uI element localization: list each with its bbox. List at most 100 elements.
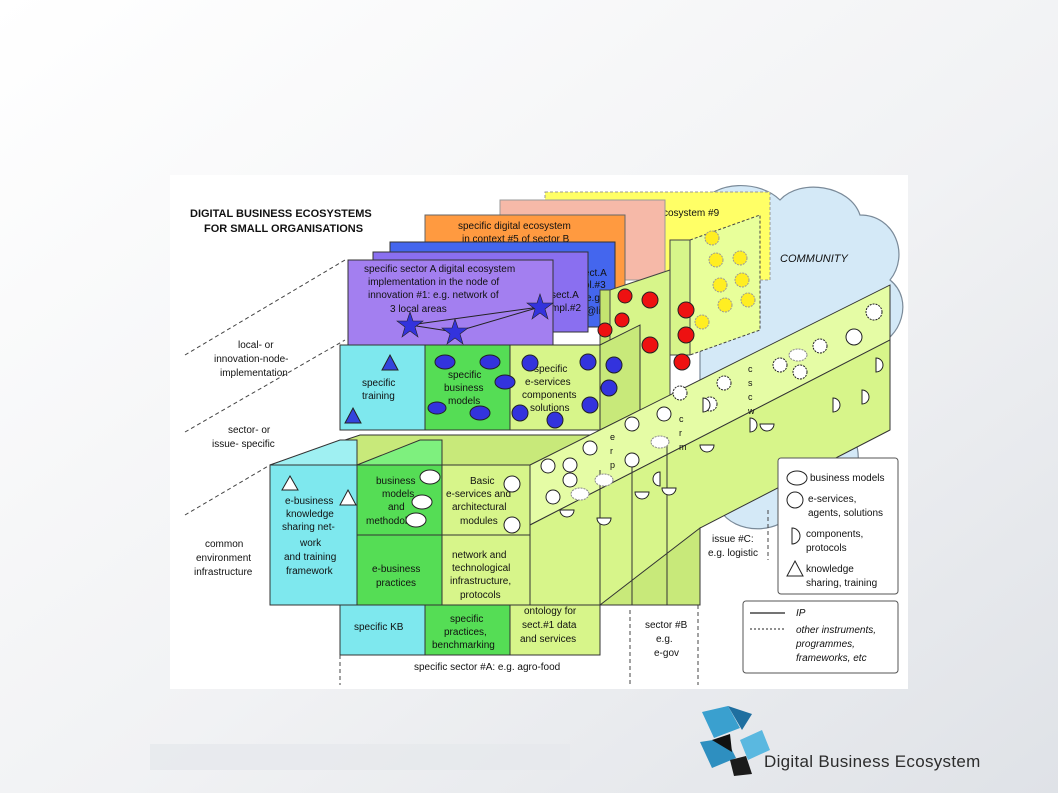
- svg-text:w: w: [747, 406, 755, 416]
- layer-labels: local- or innovation-node- implementatio…: [184, 259, 346, 578]
- business-model-cloud-icon: [594, 473, 614, 487]
- eservice-circle-icon: [673, 353, 691, 371]
- svg-text:specific sector #A: e.g. agro-: specific sector #A: e.g. agro-food: [414, 662, 560, 673]
- eservice-circle-icon: [600, 379, 618, 397]
- marker-layer: [405, 230, 884, 534]
- sector-labels: specific sector #A: e.g. agro-food secto…: [339, 510, 769, 685]
- svg-text:@lis: @lis: [586, 306, 606, 317]
- svg-text:specific: specific: [448, 370, 481, 381]
- eservice-circle-icon: [792, 364, 808, 380]
- svg-text:specific: specific: [534, 364, 567, 375]
- eservice-circle-icon: [546, 411, 564, 429]
- cell-knowledge-network: [269, 464, 358, 606]
- svg-text:r: r: [610, 446, 613, 456]
- business-model-cloud-icon: [570, 487, 590, 501]
- svg-text:c: c: [679, 414, 684, 424]
- bottom-row: specific KB specific practices, benchmar…: [339, 592, 601, 656]
- component-half-icon: [791, 527, 801, 545]
- svg-text:r: r: [679, 428, 682, 438]
- business-model-cloud-icon: [788, 348, 808, 362]
- svg-text:infrastructure,: infrastructure,: [450, 576, 511, 587]
- eservice-circle-icon: [732, 250, 748, 266]
- svg-text:p: p: [610, 460, 615, 470]
- eservice-circle-icon: [582, 440, 598, 456]
- eservice-circle-icon: [562, 457, 578, 473]
- svg-text:e.g.: e.g.: [656, 634, 673, 645]
- svg-text:m: m: [679, 442, 687, 452]
- eservice-circle-icon: [521, 354, 539, 372]
- eservice-circle-icon: [581, 396, 599, 414]
- business-model-cloud-icon: [405, 512, 427, 528]
- svg-text:specific: specific: [362, 378, 395, 389]
- eservice-circle-icon: [717, 297, 733, 313]
- business-model-cloud-icon: [434, 354, 456, 370]
- eservice-circle-icon: [740, 292, 756, 308]
- svg-text:sector- or: sector- or: [228, 425, 271, 436]
- svg-text:knowledge: knowledge: [286, 509, 334, 520]
- svg-text:ect.A: ect.A: [584, 268, 607, 279]
- eservice-circle-icon: [677, 301, 695, 319]
- svg-text:e-services: e-services: [525, 377, 571, 388]
- svg-text:c: c: [748, 364, 753, 374]
- svg-text:cosystem #9: cosystem #9: [663, 208, 720, 219]
- eservice-circle-icon: [540, 458, 556, 474]
- svg-text:components: components: [522, 390, 576, 401]
- svg-text:specific: specific: [450, 614, 483, 625]
- svg-text:practices: practices: [376, 578, 416, 589]
- svg-text:sharing net-: sharing net-: [282, 522, 335, 533]
- svg-text:environment: environment: [196, 553, 251, 564]
- svg-text:c: c: [748, 392, 753, 402]
- svg-text:knowledge: knowledge: [806, 564, 854, 575]
- svg-text:frameworks, etc: frameworks, etc: [796, 653, 867, 664]
- business-model-cloud-icon: [427, 401, 447, 415]
- component-half-icon: [699, 444, 715, 453]
- svg-text:specific sector A digital ecos: specific sector A digital ecosystem: [364, 264, 515, 275]
- svg-text:methodology: methodology: [366, 516, 423, 527]
- svg-text:issue #C:: issue #C:: [712, 534, 754, 545]
- svg-text:implementation: implementation: [220, 368, 288, 379]
- common-row: e-business knowledge sharing net- work a…: [269, 434, 601, 606]
- eservice-circle-icon: [545, 489, 561, 505]
- svg-text:practices,: practices,: [444, 627, 487, 638]
- triangle-icon: [339, 488, 357, 506]
- component-half-icon: [596, 517, 612, 526]
- svg-text:s: s: [748, 378, 753, 388]
- svg-text:sector #B: sector #B: [645, 620, 688, 631]
- svg-text:local- or: local- or: [238, 340, 274, 351]
- triangle-icon: [281, 474, 299, 491]
- svg-text:e: e: [610, 432, 615, 442]
- star-icon: [441, 318, 469, 345]
- svg-text:network and: network and: [452, 550, 506, 561]
- business-model-cloud-icon: [786, 470, 808, 486]
- svg-text:sect.A: sect.A: [551, 290, 579, 301]
- svg-text:and services: and services: [520, 634, 576, 645]
- eservice-circle-icon: [605, 356, 623, 374]
- business-model-cloud-icon: [494, 374, 516, 390]
- svg-text:other instruments,: other instruments,: [796, 625, 876, 636]
- eservice-circle-icon: [641, 336, 659, 354]
- svg-text:in context #5 of sector B: in context #5 of sector B: [462, 234, 570, 245]
- svg-text:specific KB: specific KB: [354, 622, 404, 633]
- card-ecosystem-1: specific sector A digital ecosystem impl…: [347, 259, 554, 346]
- svg-text:business models: business models: [810, 473, 884, 484]
- brand-name: Digital Business Ecosystem: [764, 752, 981, 771]
- eservice-circle-icon: [708, 252, 724, 268]
- svg-text:components,: components,: [806, 529, 863, 540]
- eservice-circle-icon: [734, 272, 750, 288]
- svg-text:sharing, training: sharing, training: [806, 578, 877, 589]
- business-model-cloud-icon: [411, 494, 433, 510]
- component-half-icon: [652, 471, 661, 487]
- svg-text:protocols: protocols: [806, 543, 847, 554]
- svg-text:e.g.: e.g.: [586, 293, 603, 304]
- cell-ebusiness-practices: [356, 534, 443, 606]
- legend-lines: IP other instruments, programmes, framew…: [742, 600, 899, 674]
- star-icon: [526, 293, 554, 320]
- svg-text:e-services and: e-services and: [446, 489, 511, 500]
- svg-text:mpl.#2: mpl.#2: [551, 303, 581, 314]
- eservice-circle-icon: [503, 475, 521, 493]
- svg-text:e.g. logistic: e.g. logistic: [708, 548, 758, 559]
- svg-text:solutions: solutions: [530, 403, 569, 414]
- svg-text:infrastructure: infrastructure: [194, 567, 253, 578]
- eservice-circle-icon: [656, 406, 672, 422]
